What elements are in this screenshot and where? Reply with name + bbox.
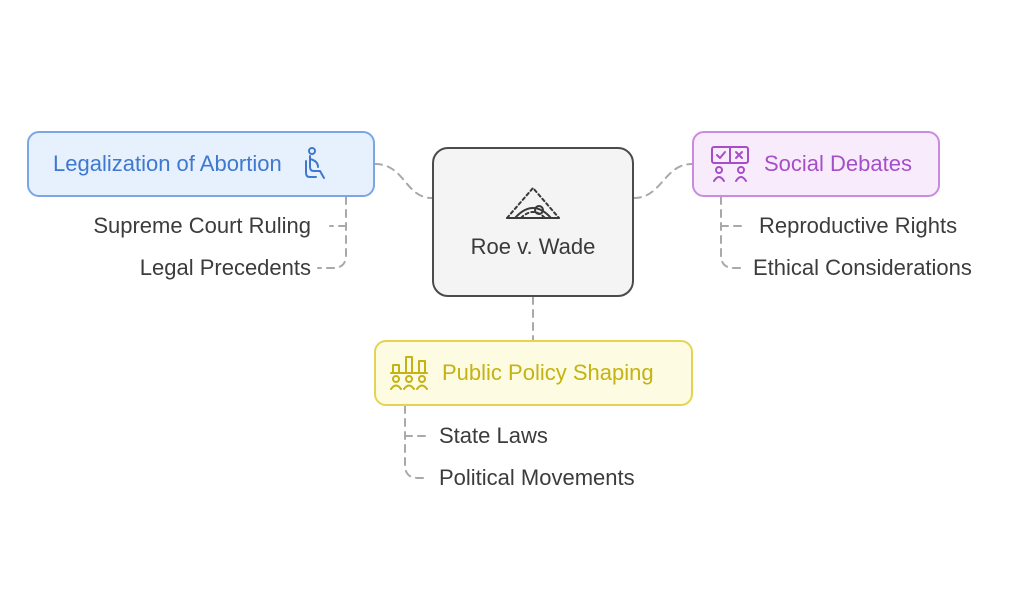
branch-legalization-label: Legalization of Abortion: [53, 151, 282, 176]
center-node[interactable]: Roe v. Wade: [432, 147, 634, 297]
policy-group-icon: [390, 355, 428, 391]
leaf-legal-precedents: Legal Precedents: [139, 255, 311, 280]
leaf-reproductive-rights: Reproductive Rights: [759, 213, 958, 238]
branch-policy-label: Public Policy Shaping: [442, 360, 654, 385]
branch-social[interactable]: Social Debates: [692, 131, 940, 197]
debate-board-icon: [710, 145, 750, 183]
connector-center-legalization: [374, 163, 433, 199]
ultrasound-icon: [503, 184, 563, 224]
leaf-supreme-court-ruling: Supreme Court Ruling: [93, 213, 311, 238]
branch-policy[interactable]: Public Policy Shaping: [374, 340, 693, 406]
pregnant-person-icon: [302, 147, 330, 181]
branch-legalization[interactable]: Legalization of Abortion: [27, 131, 375, 197]
leaf-state-laws: State Laws: [439, 423, 548, 448]
branch-social-label: Social Debates: [764, 151, 912, 176]
center-label: Roe v. Wade: [470, 234, 596, 259]
leaf-political-movements: Political Movements: [439, 465, 635, 490]
connector-center-social: [633, 163, 693, 199]
leaf-ethical-considerations: Ethical Considerations: [753, 255, 972, 280]
connector-policy-children: [404, 405, 429, 479]
connector-social-children: [720, 196, 746, 269]
connector-legalization-children: [317, 196, 347, 269]
